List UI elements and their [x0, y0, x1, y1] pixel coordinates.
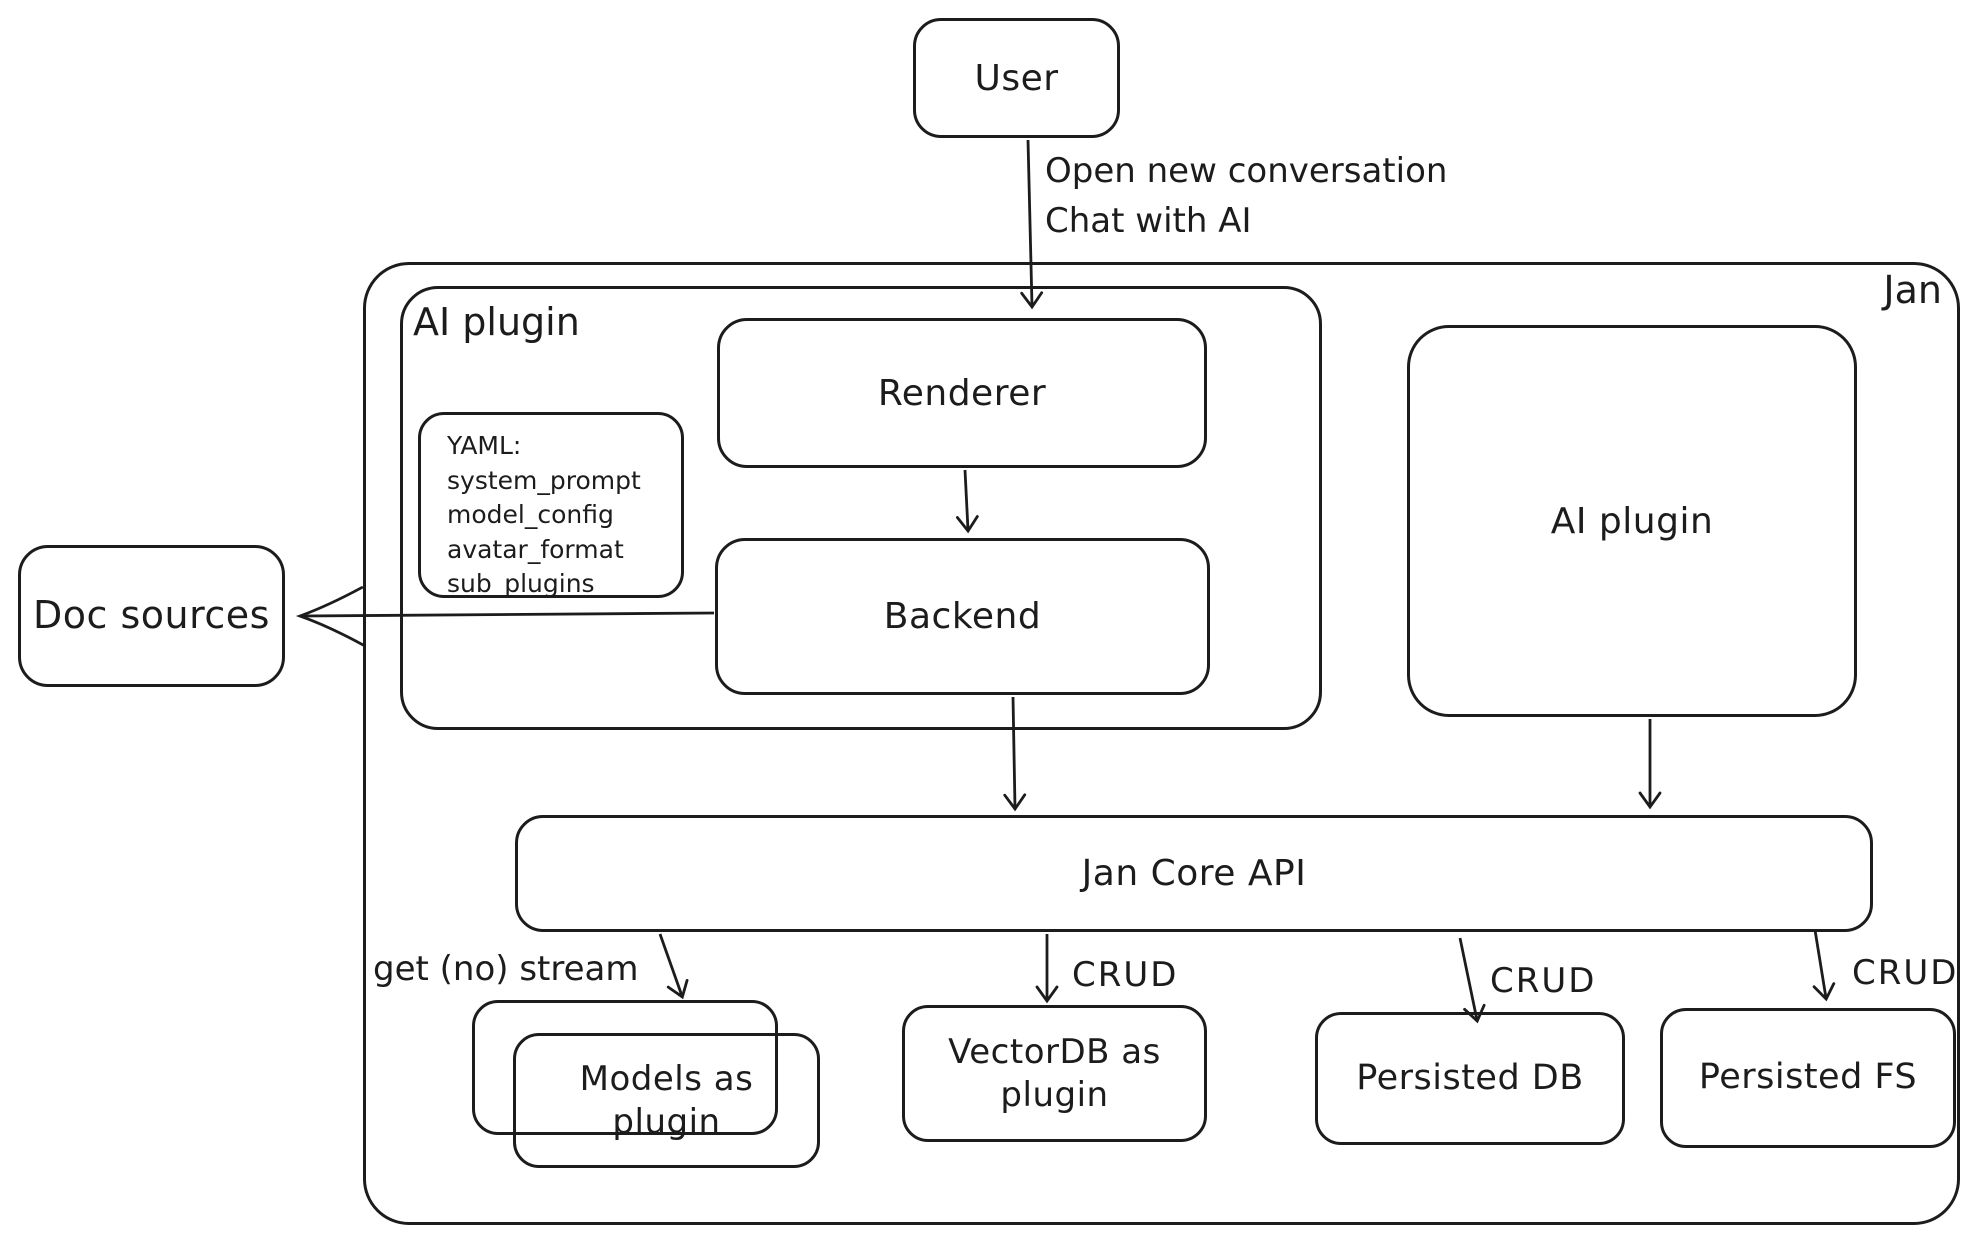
node-vectordb-as-plugin-label: VectorDB as plugin: [948, 1032, 1161, 1115]
jan-group-box: [363, 262, 1960, 1225]
node-persisted-db-label: Persisted DB: [1356, 1057, 1584, 1098]
edge-label-crud-persisted-db: CRUD: [1490, 961, 1597, 1001]
node-user-label: User: [974, 57, 1059, 99]
node-persisted-fs: Persisted FS: [1660, 1008, 1956, 1148]
node-backend: Backend: [715, 538, 1210, 695]
edge-label-crud-vectordb: CRUD: [1072, 955, 1179, 995]
node-persisted-fs-label: Persisted FS: [1698, 1057, 1918, 1098]
node-renderer-label: Renderer: [877, 372, 1047, 414]
yaml-note-line: system_prompt: [447, 465, 641, 495]
yaml-note-line: YAML:: [447, 431, 522, 460]
yaml-note-line: avatar_format: [447, 534, 624, 564]
edge-label-get-no-stream: get (no) stream: [373, 949, 639, 989]
node-ai-plugin-right-label: AI plugin: [1550, 500, 1714, 542]
ai-plugin-group-box: [400, 286, 1322, 730]
node-models-as-plugin-label: Models as plugin: [579, 1059, 754, 1142]
edge-label-open-new-conversation: Open new conversation: [1045, 151, 1448, 191]
node-persisted-db: Persisted DB: [1315, 1012, 1625, 1145]
node-ai-plugin-right: AI plugin: [1407, 325, 1857, 717]
node-models-as-plugin: Models as plugin: [513, 1033, 820, 1168]
node-backend-label: Backend: [883, 596, 1042, 637]
yaml-note: YAML: system_prompt model_config avatar_…: [418, 412, 684, 598]
node-doc-sources-label: Doc sources: [33, 593, 270, 638]
edge-label-chat-with-ai: Chat with AI: [1045, 201, 1252, 241]
node-jan-core-api: Jan Core API: [515, 815, 1873, 932]
node-models-as-plugin-back-frame: [472, 1000, 778, 1135]
edge-label-crud-persisted-fs: CRUD: [1852, 953, 1959, 993]
node-renderer: Renderer: [717, 318, 1207, 468]
node-doc-sources: Doc sources: [18, 545, 285, 687]
yaml-note-line: sub_plugins: [447, 569, 595, 598]
node-vectordb-as-plugin: VectorDB as plugin: [902, 1005, 1207, 1142]
yaml-note-line: model_config: [447, 500, 614, 529]
node-user: User: [913, 18, 1120, 138]
node-jan-core-api-label: Jan Core API: [1081, 853, 1307, 894]
jan-group-label: Jan: [1883, 268, 1942, 312]
ai-plugin-group-label: AI plugin: [413, 300, 580, 344]
